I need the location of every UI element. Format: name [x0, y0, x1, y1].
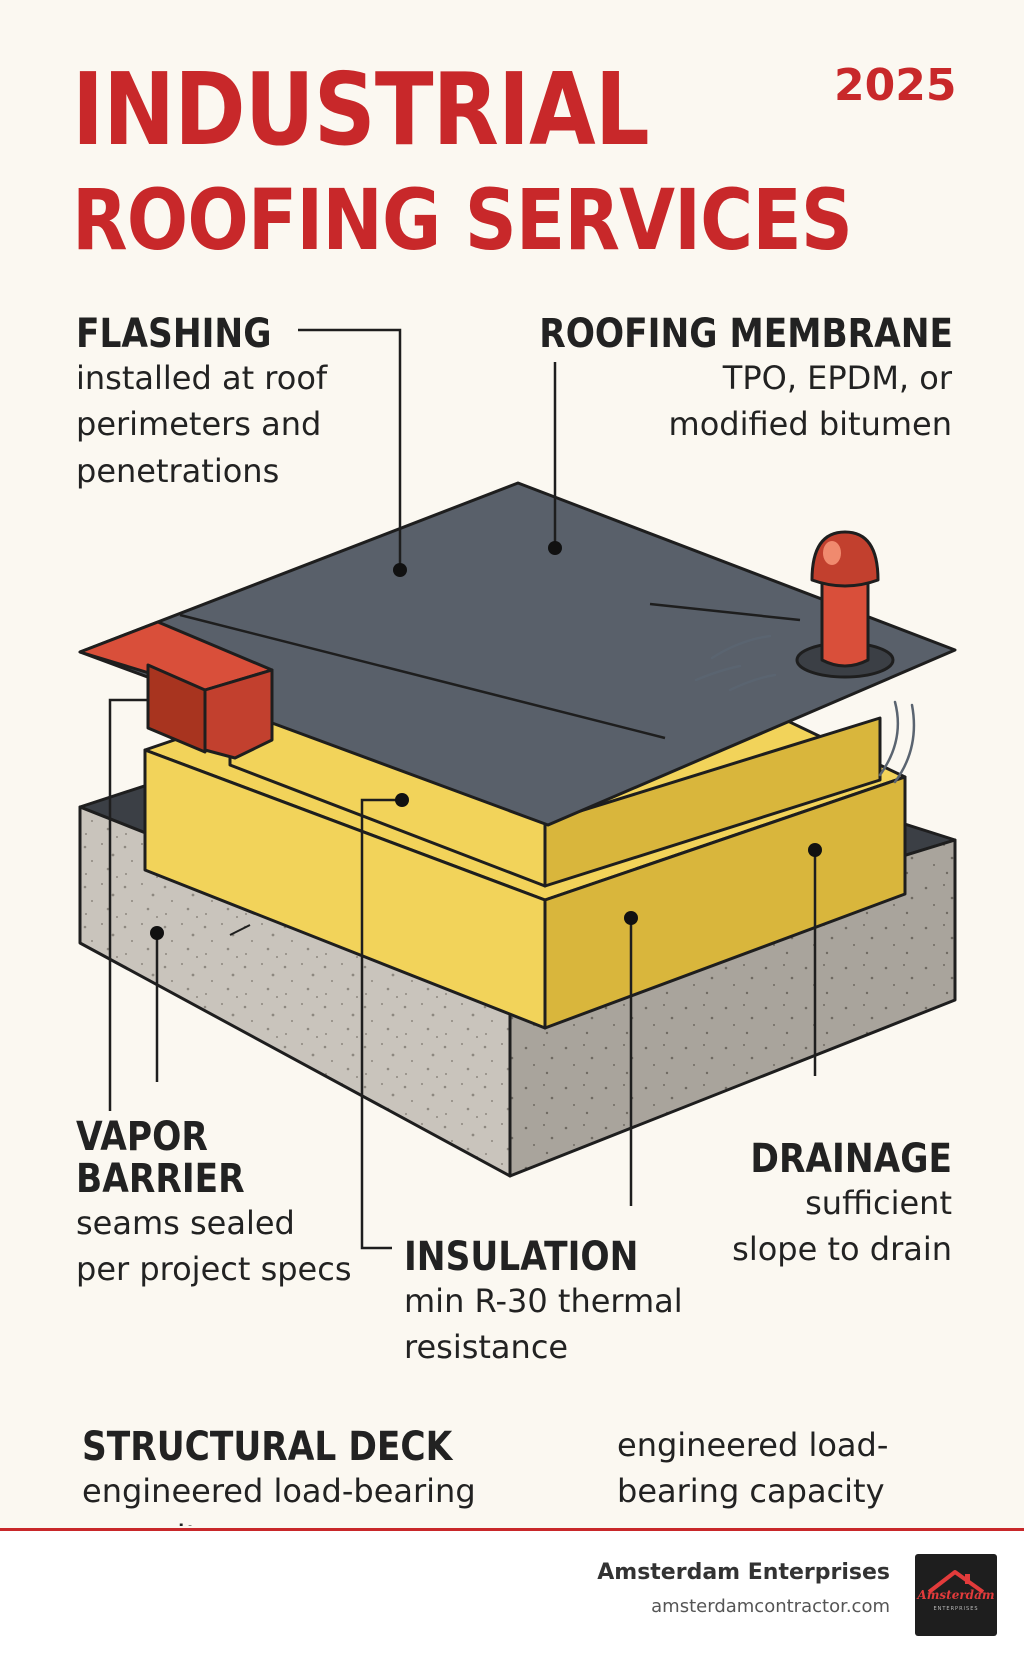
- vapor-heading-line-1: VAPOR: [76, 1114, 208, 1160]
- leader-flashing: [298, 328, 402, 570]
- deck-note: engineered load- bearing capacity: [617, 1426, 889, 1511]
- insulation-lower-right: [543, 775, 907, 1030]
- flashing-side: [146, 663, 207, 754]
- deck-text: engineered load-bearing capacity: [82, 1472, 476, 1526]
- flashing-label: FLASHING installed at roof perimeters an…: [76, 313, 396, 494]
- title-line-1: INDUSTRIAL: [72, 51, 650, 168]
- title-line-2: ROOFING SERVICES: [72, 171, 853, 269]
- vent-highlight: [823, 541, 841, 565]
- flashing-heading: FLASHING: [76, 311, 272, 357]
- deck-crack: [229, 924, 251, 936]
- logo-text: Amsterdam: [917, 1588, 995, 1602]
- logo-subtext: ENTERPRISES: [933, 1606, 979, 1612]
- company-name: Amsterdam Enterprises: [597, 1560, 890, 1585]
- insulation-upper-right: [543, 716, 882, 888]
- footer-divider: [0, 1528, 1024, 1531]
- year-badge: 2025: [834, 60, 957, 111]
- vapor-barrier-label: VAPOR BARRIER seams sealed per project s…: [76, 1116, 396, 1293]
- insulation-label: INSULATION min R-30 thermal resistance: [404, 1236, 724, 1371]
- deck-heading: STRUCTURAL DECK: [82, 1426, 453, 1470]
- company-logo: Amsterdam ENTERPRISES: [915, 1554, 997, 1636]
- insulation-heading: INSULATION: [404, 1234, 639, 1280]
- structural-deck-label: STRUCTURAL DECK engineered load-bearing …: [82, 1426, 542, 1526]
- company-website[interactable]: amsterdamcontractor.com: [651, 1596, 890, 1617]
- leader-lines: [108, 328, 817, 1250]
- vapor-heading-line-2: BARRIER: [76, 1156, 245, 1202]
- roof-logo-icon: [927, 1570, 985, 1594]
- membrane-text: TPO, EPDM, or modified bitumen: [668, 359, 952, 444]
- flashing-text: installed at roof perimeters and penetra…: [76, 359, 328, 490]
- membrane-label: ROOFING MEMBRANE TPO, EPDM, or modified …: [472, 311, 954, 448]
- water-flow-marks: [694, 634, 916, 784]
- insulation-text: min R-30 thermal resistance: [404, 1282, 683, 1367]
- footer: [0, 1531, 1024, 1666]
- vapor-text: seams sealed per project specs: [76, 1204, 352, 1289]
- membrane-seam: [179, 602, 801, 740]
- drainage-label: DRAINAGE sufficient slope to drain: [632, 1138, 952, 1273]
- vent-pipe: [820, 578, 870, 668]
- leader-dots: [150, 541, 822, 940]
- membrane-heading: ROOFING MEMBRANE: [539, 311, 954, 357]
- leader-insulation: [360, 798, 402, 1250]
- drainage-heading: DRAINAGE: [750, 1136, 952, 1182]
- membrane-top: [78, 481, 957, 827]
- vent-cap: [810, 530, 880, 588]
- leader-flashing-vapor: [108, 698, 148, 1111]
- drainage-text: sufficient slope to drain: [732, 1184, 952, 1269]
